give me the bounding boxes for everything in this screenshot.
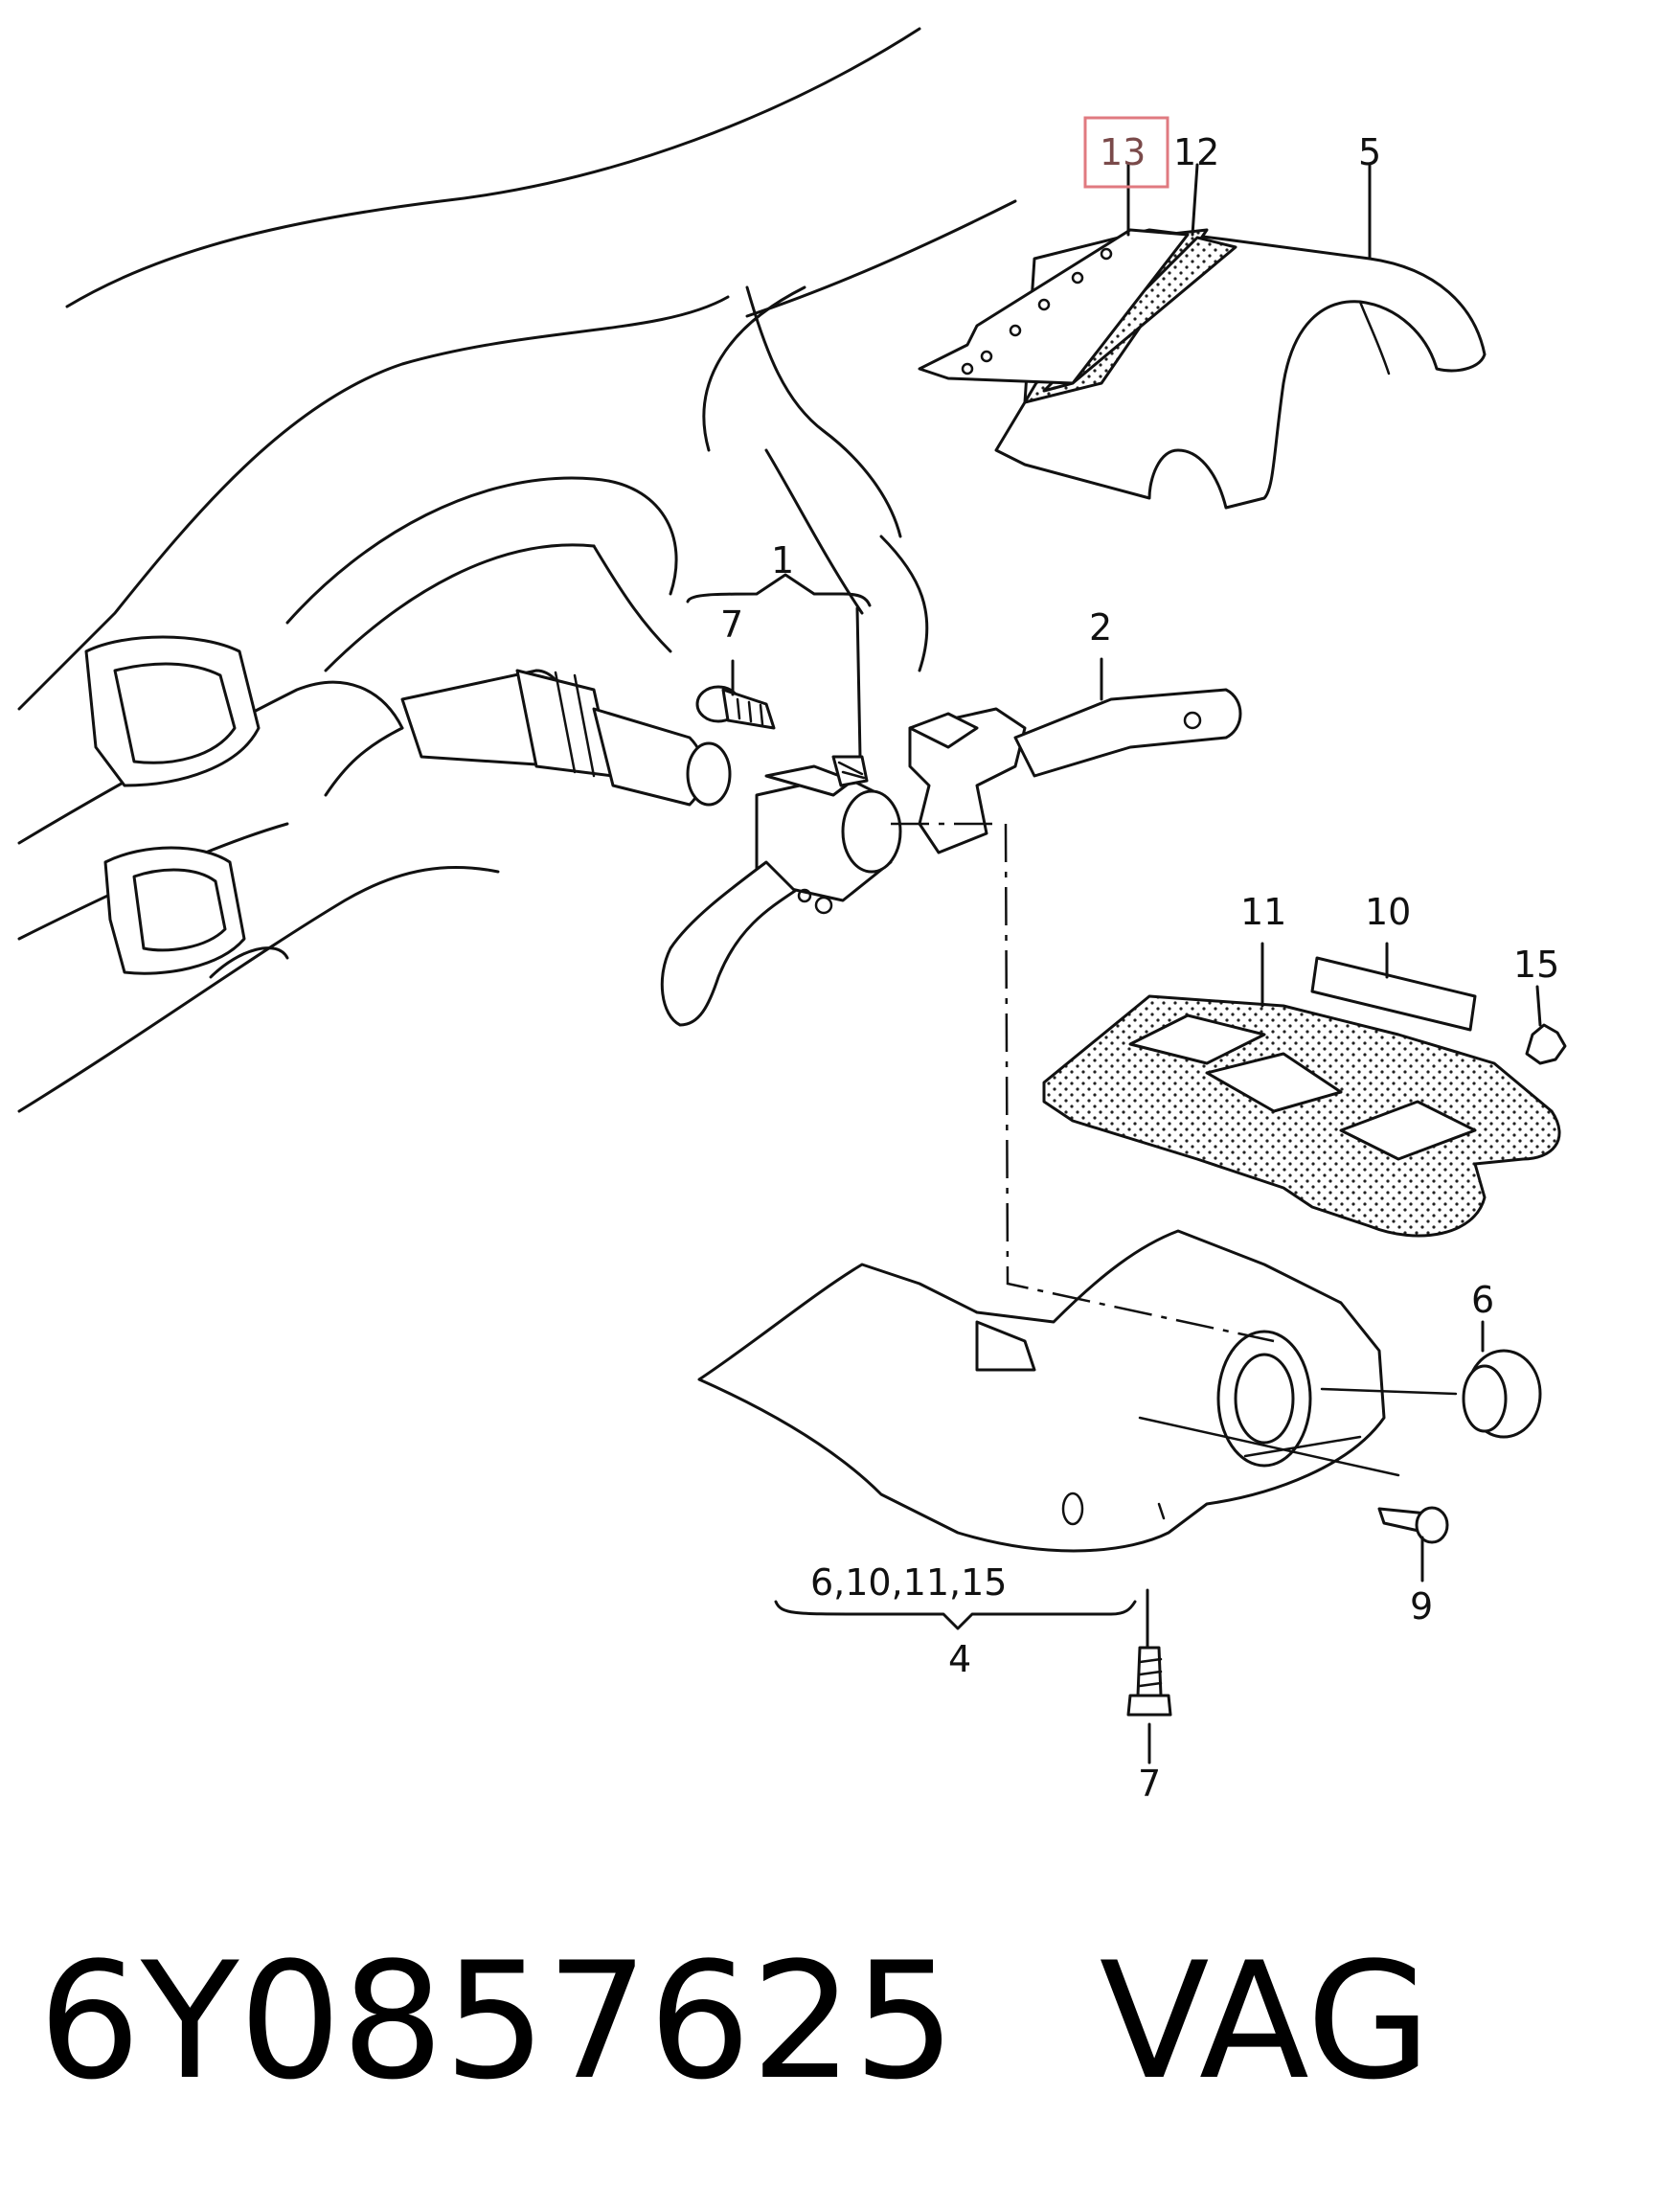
part-number: 6Y0857625 (38, 1927, 956, 2115)
callout-15: 15 (1513, 944, 1559, 986)
callout-5: 5 (1358, 131, 1381, 173)
callout-7-bottom: 7 (1138, 1763, 1161, 1805)
brand-name: VAG (1099, 1927, 1432, 2115)
part-10-strip (1310, 956, 1477, 1032)
part-2-wiper-switch (908, 688, 1242, 854)
part-7-bolt-top (695, 685, 776, 730)
part-15-star-clip (1525, 1023, 1567, 1065)
callout-12: 12 (1173, 131, 1219, 173)
callout-6: 6 (1471, 1279, 1494, 1321)
callout-13: 13 (1100, 131, 1146, 173)
part-7-bolt-bottom (1126, 1646, 1172, 1717)
callout-group-4: 6,10,11,15 (810, 1561, 1007, 1604)
callout-1: 1 (771, 539, 794, 581)
part-13-mounting-plate (918, 228, 1190, 385)
callout-2: 2 (1089, 606, 1112, 649)
callout-13-highlight (1083, 116, 1169, 189)
part-4-lower-shroud (697, 1229, 1386, 1553)
callout-11: 11 (1240, 891, 1286, 933)
part-6-grommet (1462, 1349, 1542, 1439)
callout-4: 4 (948, 1638, 971, 1680)
callout-labels: 13 12 5 1 7 2 11 10 15 6 9 6,10,11,15 4 … (720, 131, 1559, 1805)
part-footer: 6Y0857625 VAG (38, 1925, 1431, 2117)
part-9-screw (1377, 1506, 1449, 1544)
callout-10: 10 (1365, 891, 1411, 933)
part-1-switch-housing (660, 755, 902, 1027)
callout-7-top: 7 (720, 603, 743, 646)
steering-column-shaft (400, 669, 732, 807)
dashboard-outline (17, 27, 1017, 1113)
part-11-foam-pad (1042, 994, 1561, 1238)
callout-9: 9 (1410, 1585, 1433, 1628)
leader-lines (686, 163, 1542, 1765)
